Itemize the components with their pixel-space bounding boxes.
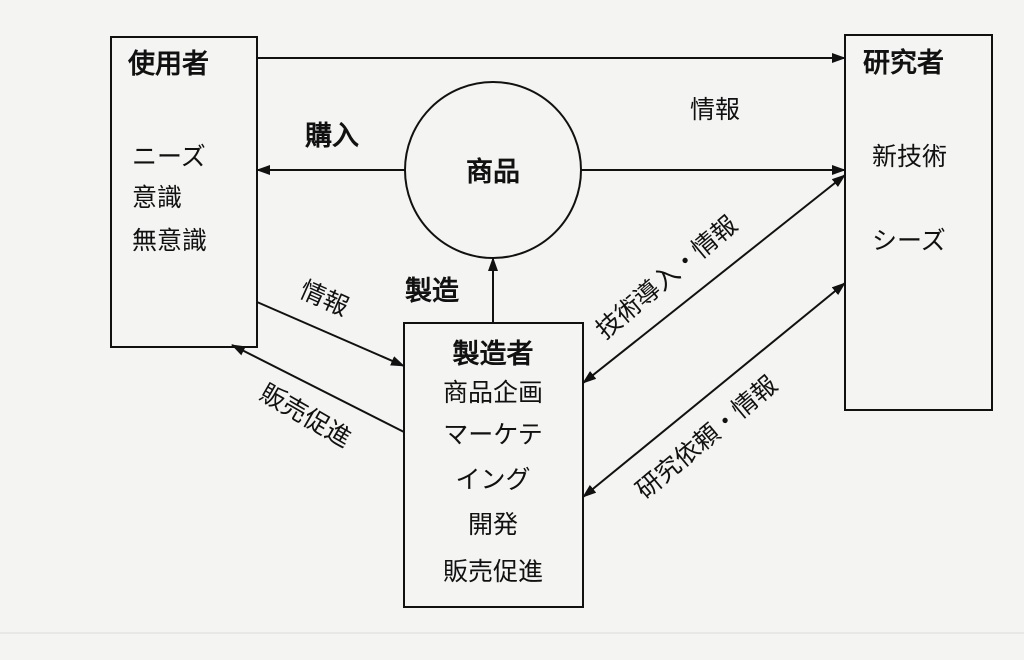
manufacturer-item: イング bbox=[455, 466, 530, 494]
manufacture-label: 製造 bbox=[405, 276, 459, 306]
arrow-user-info bbox=[256, 301, 405, 367]
user-box: 使用者 ニーズ 意識 無意識 bbox=[110, 36, 258, 348]
manufacturer-item: 開発 bbox=[468, 511, 518, 539]
researcher-title: 研究者 bbox=[863, 47, 944, 78]
research-request-label: 研究依頼・情報 bbox=[631, 371, 783, 505]
sales-promotion-label: 販売促進 bbox=[255, 379, 356, 453]
researcher-item: 新技術 bbox=[872, 143, 947, 171]
user-item: ニーズ bbox=[132, 143, 206, 171]
manufacturer-item: マーケテ bbox=[443, 422, 543, 449]
top-info-label: 情報 bbox=[690, 96, 740, 124]
purchase-label: 購入 bbox=[305, 121, 359, 151]
user-item: 意識 bbox=[132, 184, 182, 212]
arrow-sales-promotion bbox=[231, 344, 405, 433]
user-info-label: 情報 bbox=[296, 276, 353, 322]
arrow-tech-intro bbox=[582, 174, 846, 384]
product-circle: 商品 bbox=[404, 81, 582, 259]
arrow-research-request bbox=[582, 282, 846, 498]
user-title: 使用者 bbox=[127, 49, 209, 79]
manufacturer-item: 商品企画 bbox=[443, 379, 543, 407]
user-item: 無意識 bbox=[132, 227, 207, 255]
tech-intro-label: 技術導入・情報 bbox=[591, 211, 743, 345]
product-label: 商品 bbox=[466, 157, 520, 187]
manufacturer-box: 製造者 商品企画 マーケテ イング 開発 販売促進 bbox=[403, 322, 584, 608]
researcher-item: シーズ bbox=[872, 227, 946, 255]
manufacturer-title: 製造者 bbox=[453, 339, 534, 369]
manufacturer-item: 販売促進 bbox=[443, 558, 543, 586]
researcher-box: 研究者 新技術 シーズ bbox=[844, 34, 993, 411]
